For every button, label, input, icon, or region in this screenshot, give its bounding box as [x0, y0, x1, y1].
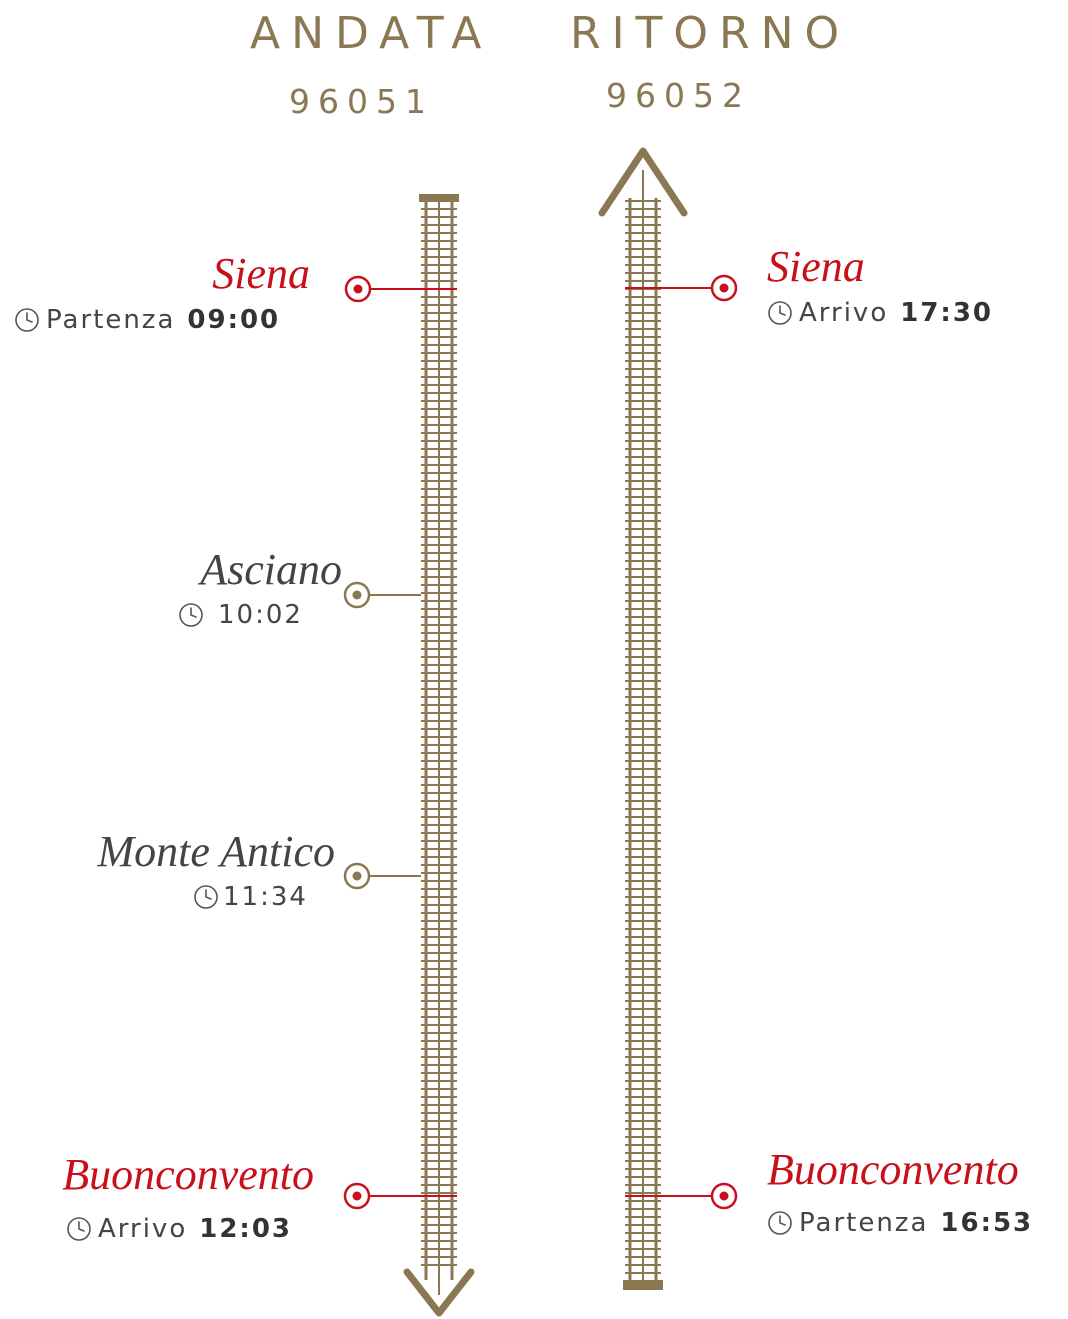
stop-time-asciano: 10:02: [178, 602, 303, 628]
departure-time-buonconvento: Partenza 16:53: [767, 1210, 1033, 1236]
station-name-buonconvento-return: Buonconvento: [767, 1145, 1019, 1194]
time-label: Arrivo: [799, 298, 889, 328]
track-end-bar: [623, 1280, 663, 1290]
time-value: 16:53: [940, 1208, 1034, 1238]
clock-icon: [179, 603, 203, 627]
time-value: 11:34: [223, 882, 308, 912]
clock-icon: [194, 885, 218, 909]
station-name-siena-return: Siena: [767, 242, 865, 291]
station-name-monte-antico: Monte Antico: [97, 827, 335, 876]
stop-marker-icon: [343, 1182, 371, 1210]
arrow-up-icon: [598, 147, 688, 217]
clock-icon: [15, 308, 39, 332]
stop-time-monte-antico: 11:34: [193, 884, 308, 910]
clock-icon: [768, 301, 792, 325]
stop-marker-icon: [343, 581, 371, 609]
station-name-siena-outbound: Siena: [212, 249, 310, 298]
time-value: 12:03: [199, 1214, 292, 1244]
return-track: [598, 147, 688, 1290]
outbound-train-number: 96051: [289, 82, 434, 121]
stop-marker-icon: [344, 275, 372, 303]
arrow-down-icon: [403, 1268, 475, 1317]
stop-marker-icon: [710, 1182, 738, 1210]
return-train-number: 96052: [606, 76, 751, 115]
arrival-time-buonconvento: Arrivo 12:03: [66, 1216, 292, 1242]
time-label: Partenza: [799, 1208, 929, 1238]
stop-marker-icon: [343, 862, 371, 890]
time-value: 17:30: [900, 298, 993, 328]
return-title: RITORNO: [570, 8, 851, 59]
stop-marker-icon: [710, 274, 738, 302]
clock-icon: [67, 1217, 91, 1241]
station-name-buonconvento-outbound: Buonconvento: [62, 1150, 314, 1199]
departure-time-siena: Partenza 09:00: [14, 307, 280, 333]
time-value: 09:00: [187, 305, 281, 335]
clock-icon: [768, 1211, 792, 1235]
outbound-track: [403, 194, 475, 1317]
outbound-title: ANDATA: [250, 8, 493, 59]
station-name-asciano: Asciano: [200, 545, 342, 594]
time-label: Arrivo: [98, 1214, 188, 1244]
track-end-bar: [419, 194, 459, 202]
time-value: 10:02: [218, 600, 303, 630]
arrival-time-siena: Arrivo 17:30: [767, 300, 993, 326]
time-label: Partenza: [46, 305, 176, 335]
